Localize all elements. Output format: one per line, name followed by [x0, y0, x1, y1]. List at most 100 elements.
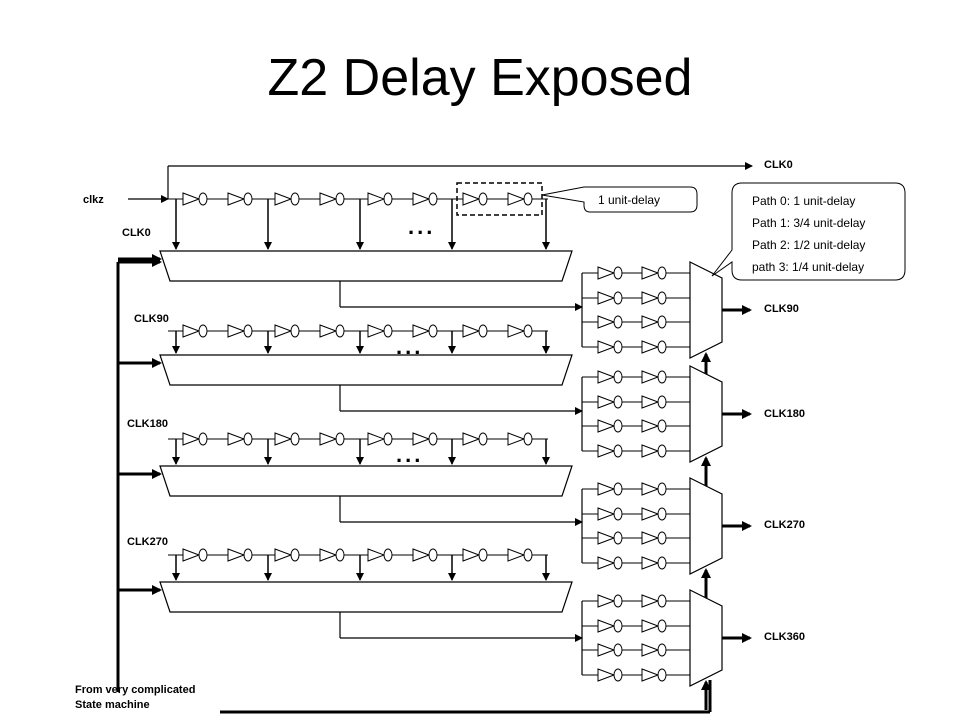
buffer-icon	[597, 594, 616, 608]
buffer-icon	[227, 192, 246, 206]
clk270-row-label: CLK270	[127, 536, 168, 548]
inverter-bubble-icon	[243, 432, 253, 446]
buffer-icon	[227, 548, 246, 562]
inverter-bubble-icon	[613, 419, 623, 433]
buffer-icon	[319, 432, 338, 446]
buffer-icon	[182, 324, 201, 338]
buffer-icon	[597, 370, 616, 384]
inverter-bubble-icon	[290, 432, 300, 446]
inverter-bubble-icon	[523, 324, 533, 338]
fine-mux-3	[689, 589, 723, 687]
inverter-bubble-icon	[613, 594, 623, 608]
inverter-bubble-icon	[657, 315, 667, 329]
delay-mux-3	[159, 581, 573, 613]
buffer-icon	[462, 432, 481, 446]
inverter-bubble-icon	[243, 192, 253, 206]
path-text-1: Path 1: 3/4 unit-delay	[752, 216, 865, 230]
buffer-icon	[507, 324, 526, 338]
buffer-icon	[597, 643, 616, 657]
inverter-bubble-icon	[657, 643, 667, 657]
inverter-bubble-icon	[657, 444, 667, 458]
inverter-bubble-icon	[613, 619, 623, 633]
buffer-icon	[367, 324, 386, 338]
path-delay-callout	[711, 182, 906, 281]
buffer-icon	[641, 482, 660, 496]
delay-mux-1	[159, 354, 573, 386]
buffer-icon	[641, 395, 660, 409]
inverter-bubble-icon	[657, 419, 667, 433]
output-label-clk90: CLK90	[764, 303, 799, 315]
buffer-icon	[597, 619, 616, 633]
slide-title: Z2 Delay Exposed	[267, 49, 693, 107]
inverter-bubble-icon	[613, 340, 623, 354]
clk90-row-label: CLK90	[134, 313, 169, 325]
inverter-bubble-icon	[335, 192, 345, 206]
inverter-bubble-icon	[523, 192, 533, 206]
inverter-bubble-icon	[383, 192, 393, 206]
buffer-icon	[367, 548, 386, 562]
buffer-icon	[274, 324, 293, 338]
buffer-icon	[641, 556, 660, 570]
buffer-icon	[641, 370, 660, 384]
buffer-icon	[641, 507, 660, 521]
inverter-bubble-icon	[657, 619, 667, 633]
inverter-bubble-icon	[613, 395, 623, 409]
buffer-icon	[227, 432, 246, 446]
buffer-icon	[182, 548, 201, 562]
buffer-icon	[597, 556, 616, 570]
inverter-bubble-icon	[198, 192, 208, 206]
buffer-icon	[412, 548, 431, 562]
buffer-icon	[182, 432, 201, 446]
buffer-icon	[641, 291, 660, 305]
unit-delay-text: 1 unit-delay	[598, 193, 660, 207]
fine-mux-1	[689, 365, 723, 463]
buffer-icon	[641, 643, 660, 657]
buffer-icon	[319, 192, 338, 206]
buffer-icon	[412, 432, 431, 446]
buffer-icon	[597, 266, 616, 280]
fine-mux-0	[689, 261, 723, 359]
fine-mux-2	[689, 477, 723, 575]
buffer-icon	[227, 324, 246, 338]
buffer-icon	[462, 548, 481, 562]
buffer-icon	[597, 507, 616, 521]
buffer-icon	[597, 482, 616, 496]
buffer-icon	[597, 531, 616, 545]
buffer-icon	[597, 340, 616, 354]
inverter-bubble-icon	[243, 548, 253, 562]
inverter-bubble-icon	[243, 324, 253, 338]
output-label-clk360: CLK360	[764, 631, 805, 643]
buffer-icon	[319, 324, 338, 338]
inverter-bubble-icon	[613, 291, 623, 305]
clk0-row-label: CLK0	[122, 227, 151, 239]
buffer-icon	[274, 548, 293, 562]
clkz-label: clkz	[83, 194, 104, 206]
buffer-icon	[319, 548, 338, 562]
inverter-bubble-icon	[613, 668, 623, 682]
delay-gates	[182, 192, 667, 682]
buffer-icon	[597, 395, 616, 409]
inverter-bubble-icon	[657, 291, 667, 305]
inverter-bubble-icon	[613, 556, 623, 570]
buffer-icon	[597, 315, 616, 329]
buffer-icon	[507, 548, 526, 562]
buffer-icon	[507, 432, 526, 446]
buffer-icon	[367, 432, 386, 446]
inverter-bubble-icon	[613, 643, 623, 657]
ellipsis-row2: ...	[396, 442, 423, 467]
ellipsis-row1: ...	[396, 334, 423, 359]
inverter-bubble-icon	[657, 370, 667, 384]
buffer-icon	[274, 192, 293, 206]
inverter-bubble-icon	[657, 507, 667, 521]
inverter-bubble-icon	[290, 192, 300, 206]
inverter-bubble-icon	[478, 324, 488, 338]
buffer-icon	[641, 668, 660, 682]
inverter-bubble-icon	[428, 324, 438, 338]
inverter-bubble-icon	[478, 192, 488, 206]
inverter-bubble-icon	[383, 324, 393, 338]
inverter-bubble-icon	[613, 266, 623, 280]
inverter-bubble-icon	[335, 548, 345, 562]
inverter-bubble-icon	[657, 531, 667, 545]
clk0-output-label: CLK0	[764, 159, 793, 171]
buffer-icon	[507, 192, 526, 206]
